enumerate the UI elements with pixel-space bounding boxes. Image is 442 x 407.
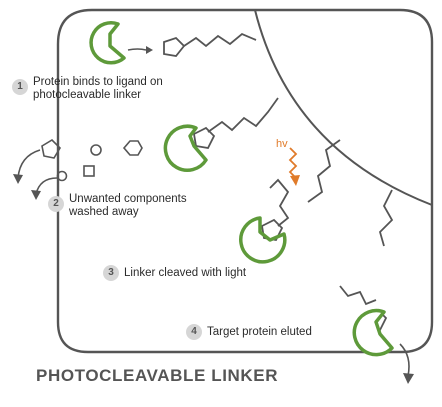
wash-arrow-1 [17,149,41,179]
elution-arrowhead [403,373,414,384]
diagram-title: PHOTOCLEAVABLE LINKER [36,366,279,385]
linker-chain-3 [307,139,341,203]
linker-chain-4 [378,189,394,247]
step-4-label: Target protein eluted [207,326,312,338]
elution-arrow [399,343,410,377]
linker-fragment-4 [339,285,377,306]
step-3-label: Linker cleaved with light [124,267,247,279]
unwanted-square [83,165,95,177]
protein-bound [163,124,208,172]
step-4-badge: 4 [186,324,202,340]
protein-free [89,21,126,65]
linker-chain-1 [183,32,257,48]
protein-eluted [352,308,394,357]
linker-fragment-3 [269,178,290,227]
arrowhead-1 [146,46,153,54]
unwanted-pentagon [41,138,62,159]
light-zigzag [288,147,298,178]
unwanted-hexagon [122,140,143,156]
container-outline [56,8,434,354]
ligand-free [163,36,186,57]
linker-chain-2 [207,97,279,133]
step-3-badge: 3 [103,265,119,281]
wash-arrowhead-2 [31,190,41,200]
ligand-bound [193,126,216,149]
support-arc [254,9,433,206]
step-2-badge: 2 [48,196,64,212]
protein-released [239,216,287,264]
binding-arrow [127,48,147,51]
wash-arrowhead-1 [13,174,23,184]
unwanted-circle-2 [56,170,68,182]
light-label: hv [276,138,288,150]
unwanted-circle-1 [90,144,102,156]
step-1-badge: 1 [12,79,28,95]
light-arrowhead [290,175,300,186]
